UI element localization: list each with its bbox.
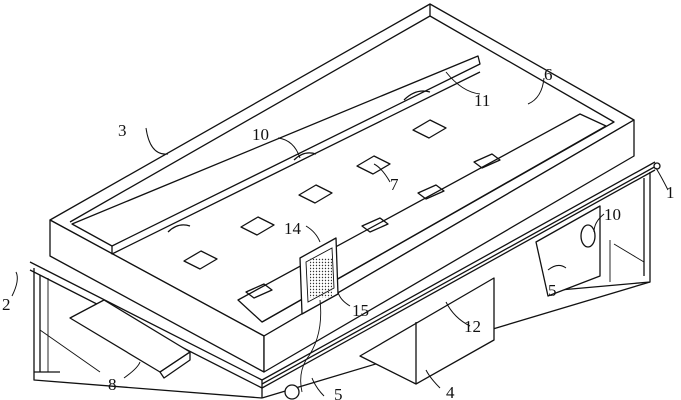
label-11: 11: [474, 91, 490, 110]
reference-labels: 3 10 11 6 7 1 10 5 2 14 15 12 8 4 5: [2, 65, 675, 400]
label-3: 3: [118, 121, 127, 140]
label-1: 1: [666, 183, 675, 202]
label-7: 7: [390, 175, 399, 194]
label-14: 14: [284, 219, 302, 238]
label-5-bottom: 5: [334, 385, 343, 400]
label-2: 2: [2, 295, 11, 314]
label-8: 8: [108, 375, 117, 394]
label-12: 12: [464, 317, 481, 336]
label-10-top: 10: [252, 125, 269, 144]
sensor-panel: [284, 237, 339, 400]
tray-body: [49, 3, 635, 373]
label-15: 15: [352, 301, 369, 320]
label-5-right: 5: [548, 281, 557, 300]
leader-lines: [11, 71, 669, 397]
shelf: [69, 299, 191, 379]
label-10-right: 10: [604, 205, 621, 224]
arc-slots: [167, 90, 431, 233]
lower-boxes: [359, 205, 601, 385]
label-6: 6: [544, 65, 553, 84]
label-4: 4: [446, 383, 455, 400]
